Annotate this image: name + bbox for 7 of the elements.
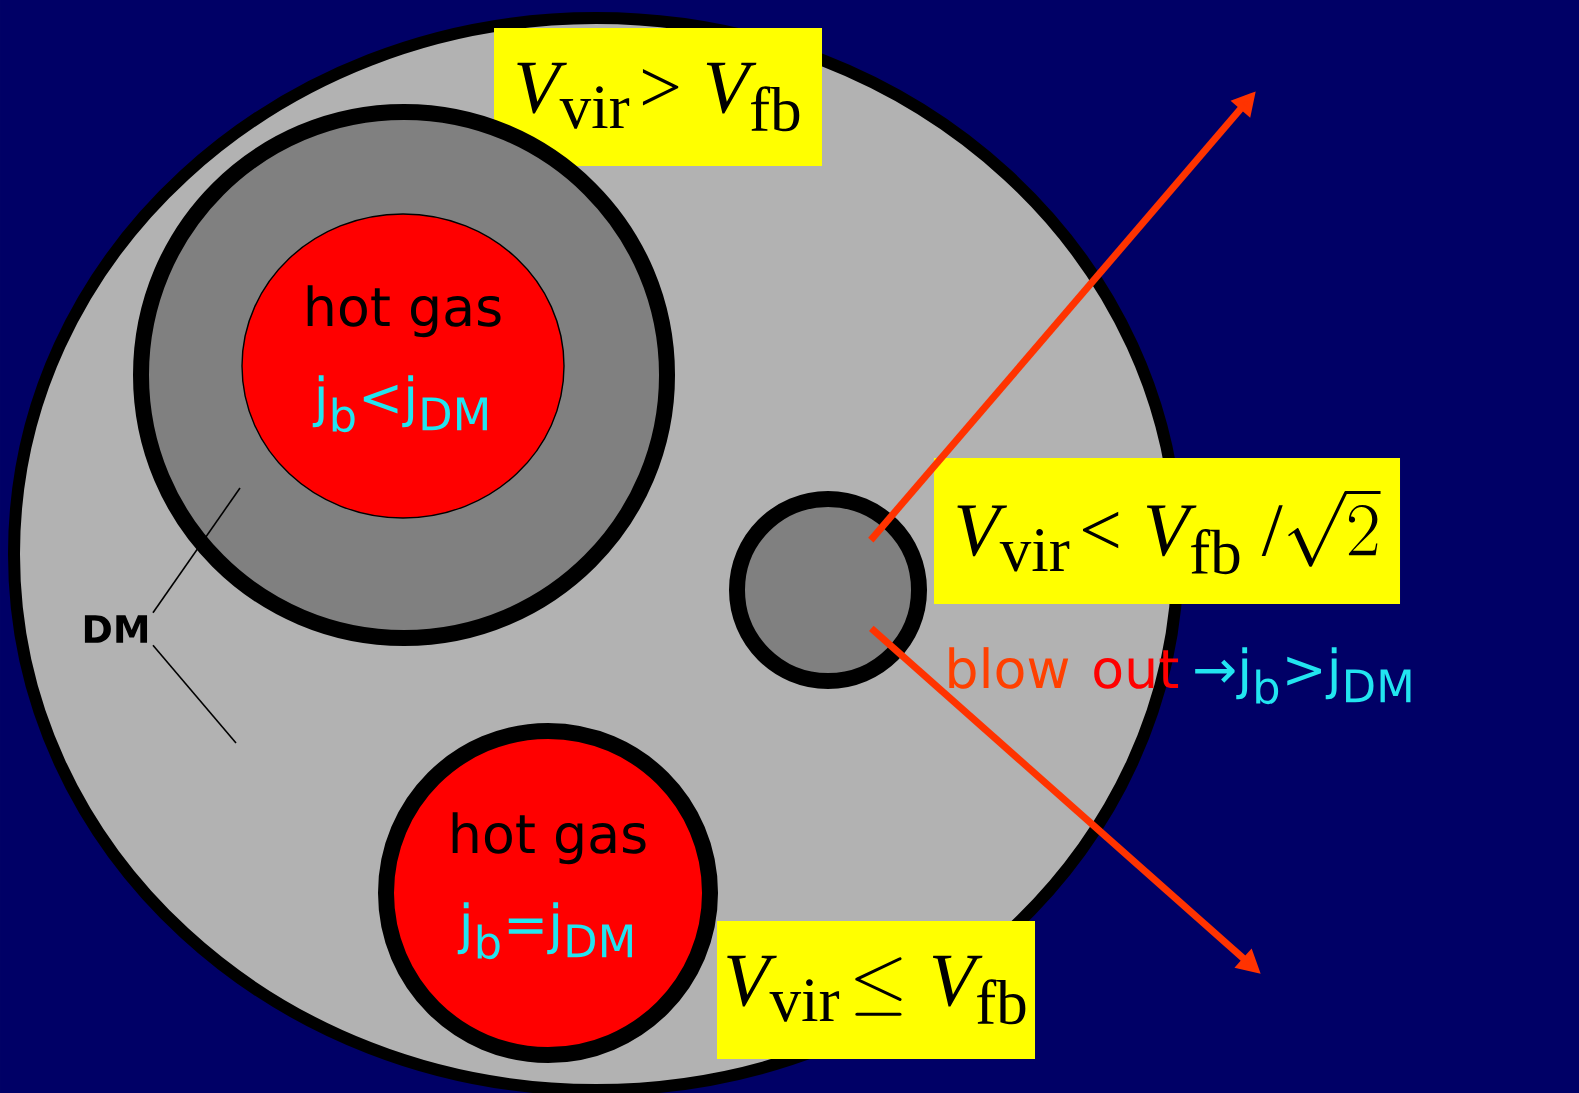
gas-label: hot gas bbox=[307, 285, 501, 338]
leader-line bbox=[152, 644, 237, 744]
region-label: DM bbox=[84, 615, 148, 643]
formula-box: $V_\mathrm{vir}\!< V_\mathrm{fb}\ /\sqrt{2}$ bbox=[934, 458, 1400, 604]
leader-line bbox=[152, 487, 241, 614]
annotation-text: blow bbox=[949, 647, 1069, 689]
relation-label: j$_{b}$<j$_{DM}$ bbox=[312, 375, 487, 433]
